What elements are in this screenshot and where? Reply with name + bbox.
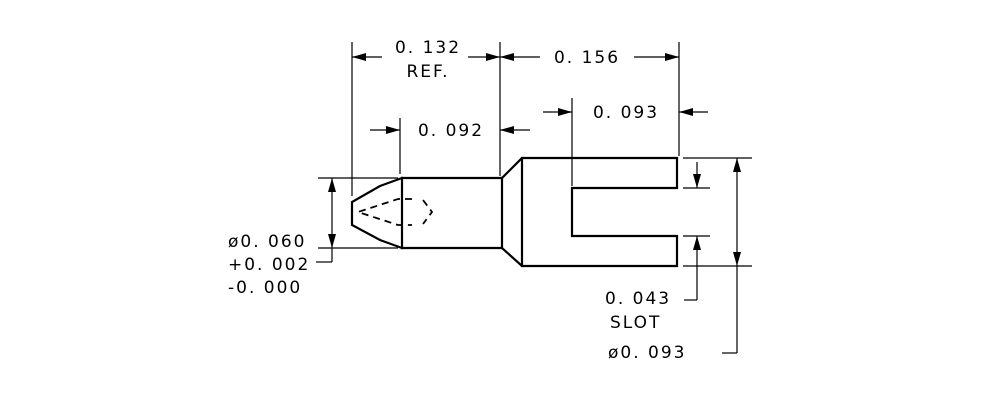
hidden-hole-point <box>422 199 434 225</box>
overall-ref-value: 0. 132 <box>395 38 461 58</box>
dim-slot-width: 0. 043 SLOT <box>605 162 701 333</box>
slot-width-value: 0. 043 <box>605 289 671 309</box>
dim-fork-length: 0. 156 <box>500 48 679 68</box>
tip-tolerance-minus: -0. 000 <box>228 278 302 298</box>
slot-width-note: SLOT <box>610 313 661 333</box>
barrel-length-value: 0. 092 <box>418 121 484 141</box>
fork-length-value: 0. 156 <box>554 48 620 68</box>
part-outline <box>350 156 679 268</box>
tip-cone <box>350 176 404 250</box>
slot-depth-value: 0. 093 <box>593 103 659 123</box>
tip-diameter-value: ø0. 060 <box>228 232 306 252</box>
barrel <box>400 156 679 268</box>
extension-lines <box>318 42 752 267</box>
dim-barrel-length: 0. 092 <box>370 121 530 141</box>
dim-slot-depth: 0. 093 <box>543 103 708 123</box>
dim-overall-ref: 0. 132 REF. <box>352 38 500 82</box>
hidden-hole-line <box>355 198 412 226</box>
overall-ref-note: REF. <box>406 62 449 82</box>
dim-fork-diameter: ø0. 093 <box>608 158 741 363</box>
dim-tip-diameter: ø0. 060 +0. 002 -0. 000 <box>228 178 336 298</box>
fork-diameter-value: ø0. 093 <box>608 343 686 363</box>
tip-tolerance-plus: +0. 002 <box>228 255 310 275</box>
